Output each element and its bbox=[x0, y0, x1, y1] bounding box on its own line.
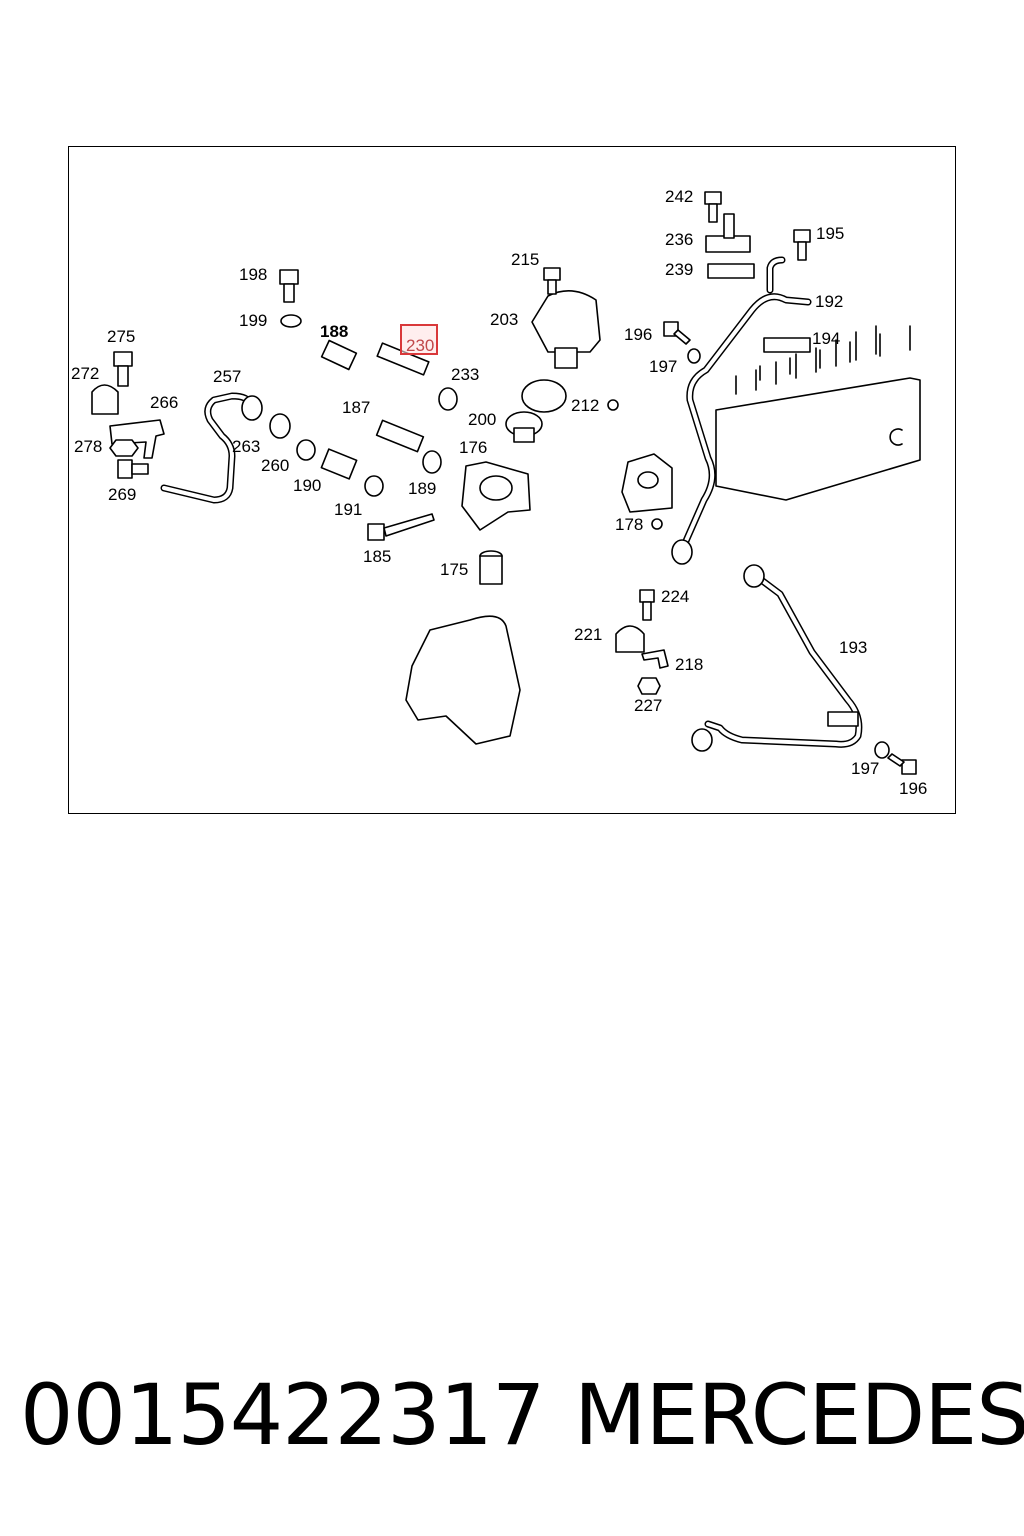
gasket-239 bbox=[707, 263, 755, 279]
bracket-218 bbox=[641, 649, 669, 669]
washer-197-top bbox=[687, 348, 701, 364]
callout-260[interactable]: 260 bbox=[261, 456, 289, 475]
callout-193[interactable]: 193 bbox=[839, 638, 867, 657]
callout-192[interactable]: 192 bbox=[815, 292, 843, 311]
callout-224[interactable]: 224 bbox=[661, 587, 689, 606]
callout-190[interactable]: 190 bbox=[293, 476, 321, 495]
o-ring-212 bbox=[521, 379, 567, 413]
pump-housing bbox=[405, 615, 521, 745]
callout-175[interactable]: 175 bbox=[440, 560, 468, 579]
callout-191[interactable]: 191 bbox=[334, 500, 362, 519]
plate-236 bbox=[705, 213, 751, 253]
pipe-192 bbox=[671, 256, 812, 565]
callout-198[interactable]: 198 bbox=[239, 265, 267, 284]
brand-name: MERCEDES bbox=[574, 1366, 1024, 1464]
housing-203 bbox=[531, 290, 601, 369]
callout-272[interactable]: 272 bbox=[71, 364, 99, 383]
callout-236[interactable]: 236 bbox=[665, 230, 693, 249]
callout-257[interactable]: 257 bbox=[213, 367, 241, 386]
callout-275[interactable]: 275 bbox=[107, 327, 135, 346]
gasket-194 bbox=[763, 337, 811, 353]
clamp-272 bbox=[91, 384, 119, 415]
callout-188[interactable]: 188 bbox=[320, 322, 348, 341]
washer-197-bottom bbox=[874, 741, 890, 759]
callout-185[interactable]: 185 bbox=[363, 547, 391, 566]
clamp-221 bbox=[615, 625, 645, 653]
o-ring-symbol-212 bbox=[607, 399, 619, 411]
bolt-242 bbox=[704, 191, 722, 223]
nut-278 bbox=[109, 439, 139, 457]
callout-278[interactable]: 278 bbox=[74, 437, 102, 456]
highlight-box bbox=[400, 324, 438, 355]
callout-194[interactable]: 194 bbox=[812, 329, 840, 348]
callout-239[interactable]: 239 bbox=[665, 260, 693, 279]
union-188 bbox=[320, 339, 358, 371]
o-ring-symbol-178 bbox=[651, 518, 663, 530]
pipe-257 bbox=[160, 392, 263, 504]
sleeve-175 bbox=[479, 550, 503, 585]
nut-227 bbox=[637, 677, 661, 695]
diagram-frame bbox=[68, 146, 956, 814]
bolt-196-top bbox=[663, 321, 691, 345]
callout-230[interactable]: 230 bbox=[406, 336, 434, 355]
callout-189[interactable]: 189 bbox=[408, 479, 436, 498]
union-190 bbox=[320, 448, 358, 480]
nut-260 bbox=[296, 439, 316, 461]
callout-215[interactable]: 215 bbox=[511, 250, 539, 269]
bolt-185 bbox=[367, 513, 435, 541]
callout-187[interactable]: 187 bbox=[342, 398, 370, 417]
callout-263[interactable]: 263 bbox=[232, 437, 260, 456]
bolt-224 bbox=[639, 589, 655, 621]
callout-218[interactable]: 218 bbox=[675, 655, 703, 674]
callout-178[interactable]: 178 bbox=[615, 515, 643, 534]
callout-195[interactable]: 195 bbox=[816, 224, 844, 243]
callout-200[interactable]: 200 bbox=[468, 410, 496, 429]
callout-176[interactable]: 176 bbox=[459, 438, 487, 457]
part-number: 0015422317 bbox=[20, 1366, 545, 1464]
callout-266[interactable]: 266 bbox=[150, 393, 178, 412]
callout-197-bottom[interactable]: 197 bbox=[851, 759, 879, 778]
bolt-269 bbox=[117, 459, 149, 479]
callout-196-bottom[interactable]: 196 bbox=[899, 779, 927, 798]
cover-178 bbox=[621, 453, 673, 513]
seal-233 bbox=[438, 387, 458, 411]
bolt-198 bbox=[279, 269, 299, 303]
washer-199 bbox=[280, 314, 302, 328]
callout-203[interactable]: 203 bbox=[490, 310, 518, 329]
seal-189 bbox=[422, 450, 442, 474]
thermostat-200 bbox=[505, 411, 543, 443]
callout-242[interactable]: 242 bbox=[665, 187, 693, 206]
callout-233[interactable]: 233 bbox=[451, 365, 479, 384]
housing-176 bbox=[461, 461, 531, 531]
cylinder-head bbox=[715, 325, 921, 501]
footer: 0015422317 MERCEDES bbox=[0, 1370, 1024, 1460]
fitting-263 bbox=[269, 413, 291, 439]
callout-196-top[interactable]: 196 bbox=[624, 325, 652, 344]
callout-199[interactable]: 199 bbox=[239, 311, 267, 330]
seal-191 bbox=[364, 475, 384, 497]
callout-212[interactable]: 212 bbox=[571, 396, 599, 415]
union-187 bbox=[375, 419, 425, 453]
callout-221[interactable]: 221 bbox=[574, 625, 602, 644]
bolt-196-bottom bbox=[887, 753, 917, 775]
callout-227[interactable]: 227 bbox=[634, 696, 662, 715]
pipe-193 bbox=[691, 564, 863, 752]
bolt-215 bbox=[543, 267, 561, 295]
callout-197-top[interactable]: 197 bbox=[649, 357, 677, 376]
bolt-275 bbox=[113, 351, 133, 387]
callout-269[interactable]: 269 bbox=[108, 485, 136, 504]
bolt-195 bbox=[793, 229, 811, 261]
